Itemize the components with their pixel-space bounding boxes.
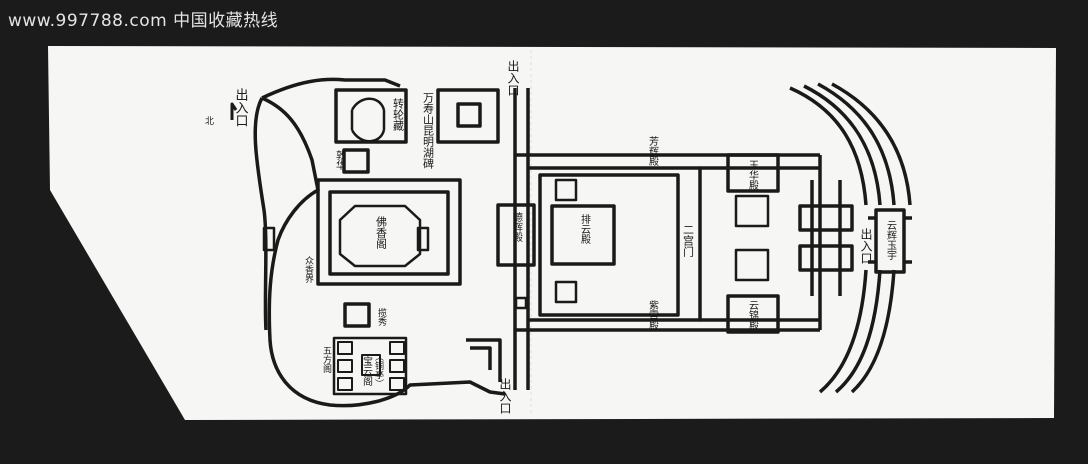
top-gate-building <box>436 88 500 144</box>
yunhuiyuyu-archway <box>874 208 906 274</box>
map-lines <box>230 77 912 408</box>
paiyun-court <box>538 173 680 317</box>
wufangge-label: 五方阁 <box>321 346 332 374</box>
lanxiu-building <box>343 302 371 328</box>
north-label: 北 <box>205 116 214 127</box>
paiyundian-label: 排云殿 <box>579 213 591 245</box>
zhuanlunzang-ring <box>350 97 386 143</box>
foxiangge-tower <box>338 204 422 268</box>
baoyunge-label: 宝云阁 <box>361 355 373 387</box>
paiyundian-building <box>550 204 616 266</box>
entrance-right-label: 出入口 <box>859 228 873 264</box>
deguidian-building <box>496 203 536 267</box>
lanxiu-label: 揽秀 <box>376 307 387 327</box>
fanghuidian-label: 芳辉殿 <box>647 135 659 167</box>
entrance-top-middle-label: 出入口 <box>506 60 520 96</box>
right-gate-upper <box>798 204 854 232</box>
foxiangge-label: 佛香阁 <box>375 216 388 250</box>
zixiaodian-label: 紫霄殿 <box>647 300 659 331</box>
north-arrow-icon <box>230 102 238 120</box>
yuhuadian-label: 玉华殿 <box>747 160 759 191</box>
dunhua-building <box>342 148 370 174</box>
tongting-label: （铜亭） <box>373 352 384 388</box>
foxiangge-inner <box>328 190 450 276</box>
yunjindian-label: 云锦殿 <box>747 300 759 331</box>
foxiangge-outer <box>316 178 462 286</box>
entrance-bottom-middle-label: 出入口 <box>498 378 512 414</box>
entrance-top-left-label: 出入口 <box>233 88 249 127</box>
yuhuadian-building <box>726 153 780 193</box>
dunhua-label: 敦华 <box>334 149 346 171</box>
zhuanlunzang-label: 转轮藏 <box>392 97 405 132</box>
zhongxiangjie-label: 众香界 <box>303 256 314 284</box>
baoyunge-complex <box>332 336 408 396</box>
wanshoushan-stele-label: 万寿山昆明湖碑 <box>422 92 435 170</box>
yunjindian-building <box>726 294 780 334</box>
yunhuiyuyu-label: 云辉玉宇 <box>885 220 897 260</box>
deguidian-label: 德辉殿 <box>511 211 523 243</box>
watermark: www.997788.com 中国收藏热线 <box>8 11 279 31</box>
bottom-gate <box>466 338 502 382</box>
right-gate-lower <box>798 244 854 272</box>
waterfront-arcs <box>789 82 912 394</box>
ergongmen-label: 二宫门 <box>682 224 695 258</box>
central-axis-walls <box>513 88 530 390</box>
hill-boundary <box>261 77 506 408</box>
